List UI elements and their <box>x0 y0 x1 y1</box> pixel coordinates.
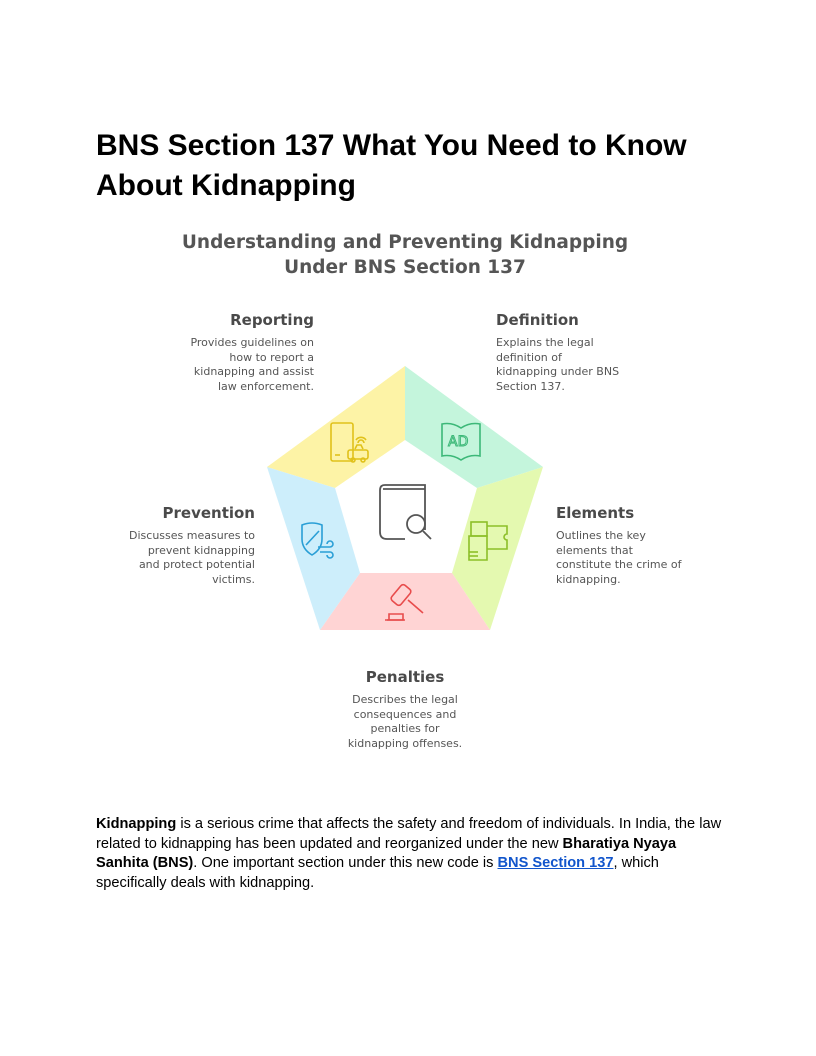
book-search-icon <box>379 484 432 540</box>
text: . One important section under this new c… <box>193 855 498 872</box>
segment-reporting <box>267 366 405 488</box>
segment-heading: Prevention <box>162 504 256 522</box>
bold-text: Bharatiya Nyaya Sanhita (BNS) <box>96 835 677 872</box>
bold-text: Kidnapping <box>96 816 177 832</box>
gavel-icon <box>385 583 424 621</box>
segment-description: Describes the legal consequences and pen… <box>347 693 463 751</box>
bns-section-137-link[interactable]: BNS Section 137 <box>497 855 614 872</box>
segment-heading: Elements <box>556 504 635 522</box>
label-definition: Definition Explains the legal definition… <box>496 310 666 395</box>
segment-heading: Definition <box>496 311 579 329</box>
segment-prevention <box>267 467 360 630</box>
shield-wind-icon <box>301 522 334 559</box>
segment-penalties <box>320 573 490 630</box>
open-book-ad-icon: AD <box>441 422 481 461</box>
label-penalties: Penalties Describes the legal consequenc… <box>315 667 495 752</box>
label-prevention: Prevention Discusses measures to prevent… <box>90 503 255 588</box>
page-title: BNS Section 137 What You Need to Know Ab… <box>96 129 687 202</box>
segment-heading: Reporting <box>230 311 314 329</box>
diagram-title: Understanding and Preventing Kidnapping … <box>105 230 705 280</box>
text: , which specifically deals with kidnappi… <box>96 855 659 891</box>
segment-description: Discusses measures to prevent kidnapping… <box>129 529 255 587</box>
intro-paragraph: Kidnapping is a serious crime that affec… <box>96 815 726 893</box>
segment-description: Explains the legal definition of kidnapp… <box>496 336 620 394</box>
phone-taxi-icon <box>330 422 369 463</box>
diagram-title-line: Under BNS Section 137 <box>284 257 526 278</box>
segment-definition <box>405 366 543 488</box>
svg-text:AD: AD <box>448 434 468 450</box>
segment-description: Outlines the key elements that constitut… <box>556 529 682 587</box>
diagram-title-line: Understanding and Preventing Kidnapping <box>181 232 629 253</box>
label-reporting: Reporting Provides guidelines on how to … <box>150 310 314 395</box>
text: is a serious crime that affects the safe… <box>96 816 722 852</box>
segment-heading: Penalties <box>365 668 445 686</box>
puzzle-icon <box>468 521 508 561</box>
segment-description: Provides guidelines on how to report a k… <box>190 336 314 394</box>
label-elements: Elements Outlines the key elements that … <box>556 503 726 588</box>
